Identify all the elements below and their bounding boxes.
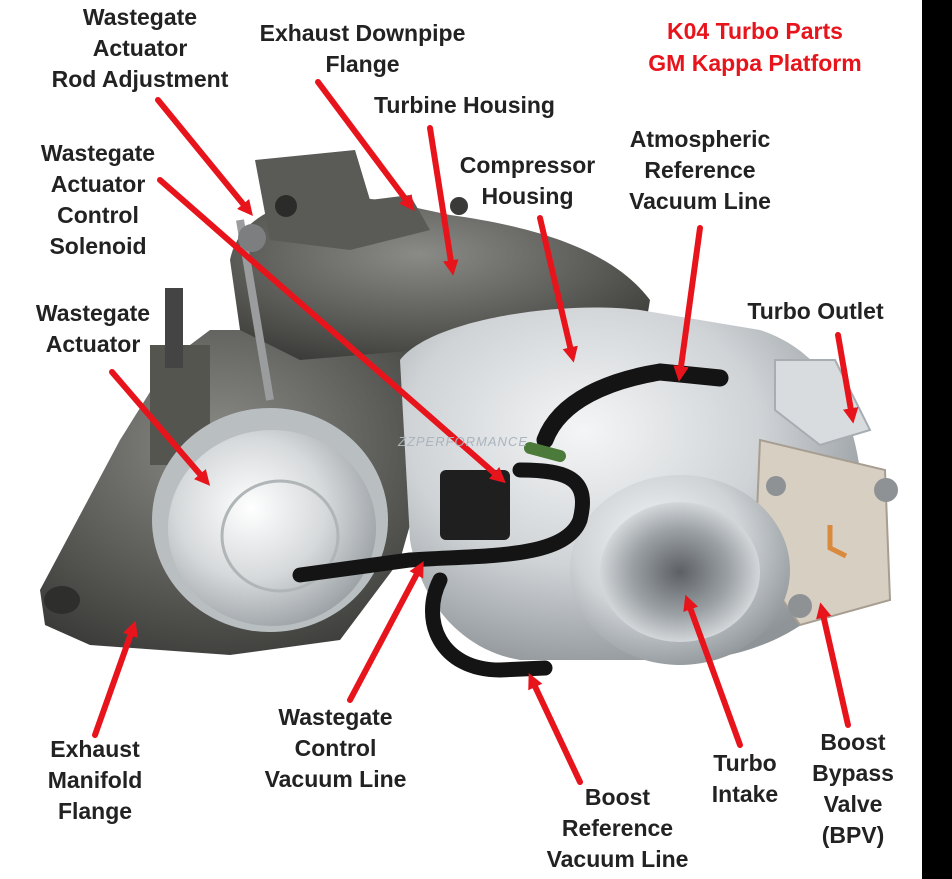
arrow-turbo-intake [683, 594, 743, 748]
label-exhaust-manifold-flange: Exhaust Manifold Flange [47, 736, 143, 824]
label-wastegate-actuator-control-solenoid: Wastegate Actuator Control Solenoid [40, 140, 156, 259]
label-wastegate-actuator-rod-adjustment: Wastegate Actuator Rod Adjustment [51, 4, 229, 92]
wastegate-actuator-shape [152, 408, 388, 632]
arrow-boost-reference-vacuum-line [528, 672, 583, 785]
turbo-outlet-shape [774, 359, 872, 447]
turbo-intake-shape [570, 475, 790, 665]
vacuum-lines-shape [292, 363, 729, 678]
arrow-compressor-housing [537, 215, 578, 363]
arrow-boost-bypass-valve [816, 602, 851, 728]
diagram-canvas: ZZPERFORMANCE K04 Turbo Parts GM Kappa P… [0, 0, 922, 879]
label-boost-reference-vacuum-line: Boost Reference Vacuum Line [546, 784, 689, 872]
label-atmospheric-reference-vacuum-line: Atmospheric Reference Vacuum Line [629, 126, 771, 214]
label-turbine-housing: Turbine Housing [373, 92, 555, 118]
label-exhaust-downpipe-flange: Exhaust Downpipe Flange [259, 20, 466, 77]
arrow-wastegate-actuator-control-solenoid [157, 177, 506, 484]
label-wastegate-actuator: Wastegate Actuator [35, 300, 151, 357]
arrow-exhaust-downpipe-flange [315, 79, 415, 212]
label-turbo-intake: Turbo Intake [711, 750, 779, 807]
arrow-wastegate-actuator [109, 369, 211, 486]
arrow-turbine-housing [427, 125, 459, 276]
title-line-1: K04 Turbo Parts [667, 18, 843, 44]
label-wastegate-control-vacuum-line: Wastegate Control Vacuum Line [264, 704, 407, 792]
wastegate-actuator-control-solenoid-shape [440, 470, 510, 540]
arrow-exhaust-manifold-flange [92, 620, 138, 738]
label-boost-bypass-valve: Boost Bypass Valve (BPV) [812, 729, 894, 848]
arrow-atmospheric-reference-vacuum-line [673, 225, 703, 382]
title-line-2: GM Kappa Platform [648, 50, 862, 76]
right-border-bar [922, 0, 952, 879]
watermark-text: ZZPERFORMANCE [398, 434, 528, 449]
callout-arrows [92, 79, 859, 785]
label-compressor-housing: Compressor Housing [459, 152, 596, 209]
arrow-wastegate-actuator-rod-adjustment [155, 97, 253, 217]
turbo-illustration [40, 79, 898, 785]
label-turbo-outlet: Turbo Outlet [747, 298, 884, 324]
arrow-turbo-outlet [835, 332, 859, 424]
arrow-wastegate-control-vacuum-line [347, 561, 424, 703]
